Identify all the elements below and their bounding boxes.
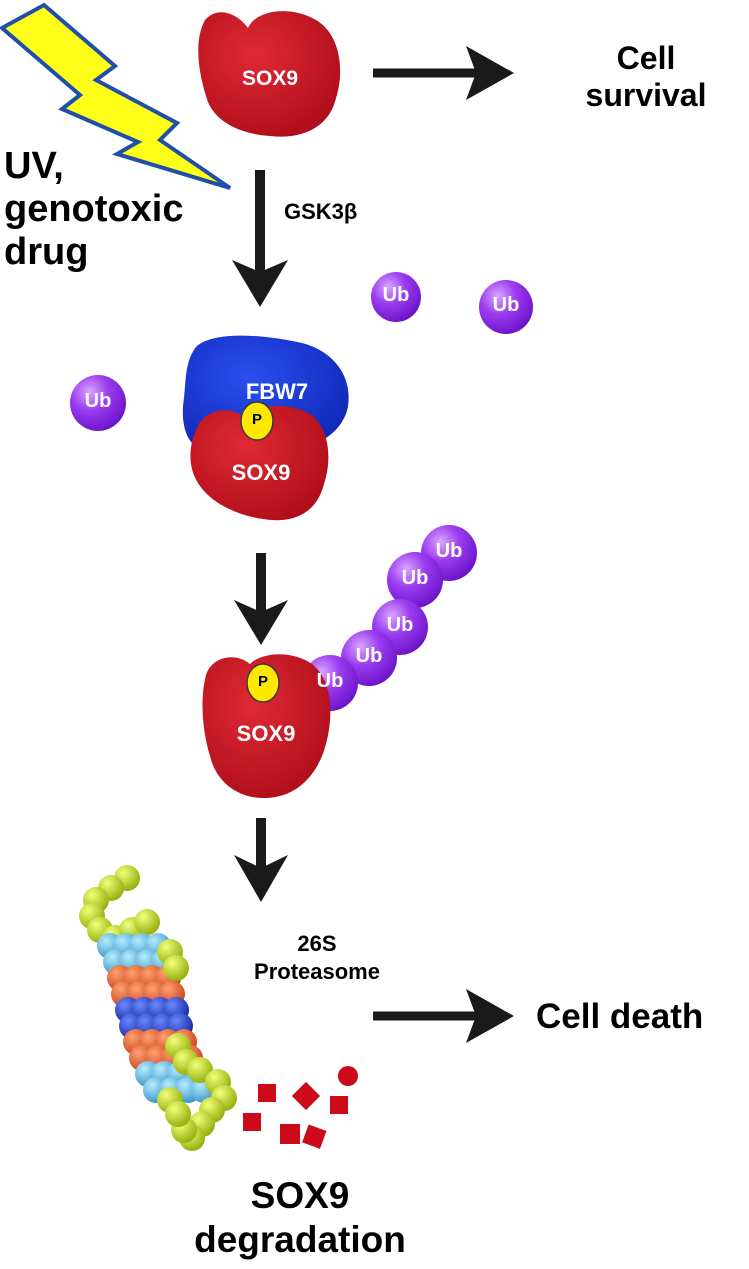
sox9-protein-top (198, 11, 341, 137)
phospho-marker-ubiquitinated (246, 663, 280, 703)
proteasome-label-line1: 26S (297, 931, 337, 956)
ub-label-chain-4: Ub (355, 645, 383, 667)
free-ubiquitin-2 (479, 280, 533, 334)
degradation-label: SOX9 degradation (170, 1174, 430, 1262)
proteasome-subunit-lime (134, 909, 160, 935)
cell-death-label: Cell death (536, 997, 704, 1036)
arrow-to-survival (373, 46, 514, 100)
sox9-protein-complex (190, 406, 329, 521)
ub-label-chain-5: Ub (316, 670, 344, 692)
kinase-label: GSK3β (284, 199, 358, 224)
arrow-degradation (234, 818, 288, 902)
arrow-ubiquitination (234, 553, 288, 645)
proteasome-label: 26S Proteasome (232, 930, 402, 986)
sox9-label-top: SOX9 (241, 67, 299, 90)
cell-survival-line1: Cell (616, 40, 676, 76)
free-ubiquitin-3 (70, 375, 126, 431)
arrow-to-death (373, 989, 514, 1043)
ub-label-chain-1: Ub (435, 540, 463, 562)
sox9-label-ubiquitinated: SOX9 (236, 721, 296, 746)
stress-label-line1: UV, (4, 145, 64, 187)
free-ubiquitin-1 (371, 272, 421, 322)
stress-label-line2: genotoxic (4, 188, 184, 230)
degradation-label-line2: degradation (194, 1219, 406, 1260)
sox9-fragments (243, 1066, 358, 1149)
cell-survival-line2: survival (585, 77, 707, 113)
phospho-label-complex: P (251, 411, 262, 428)
arrow-gsk3b (232, 170, 288, 307)
proteasome-subunit-lime (163, 955, 189, 981)
sox9-label-complex: SOX9 (231, 460, 291, 485)
polyubiquitin-chain (302, 525, 477, 711)
ub-label-free-1: Ub (382, 284, 410, 306)
ub-label-chain-2: Ub (401, 567, 429, 589)
cell-survival-label: Cell survival (566, 40, 726, 114)
lightning-bolt-icon (0, 2, 232, 190)
proteasome-label-line2: Proteasome (254, 959, 380, 984)
proteasome-26s (79, 865, 237, 1151)
ub-label-free-3: Ub (84, 390, 112, 412)
stress-label: UV, genotoxic drug (4, 145, 183, 274)
degradation-label-line1: SOX9 (250, 1175, 350, 1216)
fbw7-label: FBW7 (245, 379, 309, 404)
phospho-label-ubiquitinated: P (257, 673, 268, 690)
stress-label-line3: drug (4, 231, 89, 273)
ub-label-free-2: Ub (492, 294, 520, 316)
phospho-marker-complex (240, 401, 274, 441)
ub-label-chain-3: Ub (386, 614, 414, 636)
proteasome-subunit-lime (165, 1101, 191, 1127)
sox9-protein-ubiquitinated (202, 654, 331, 799)
